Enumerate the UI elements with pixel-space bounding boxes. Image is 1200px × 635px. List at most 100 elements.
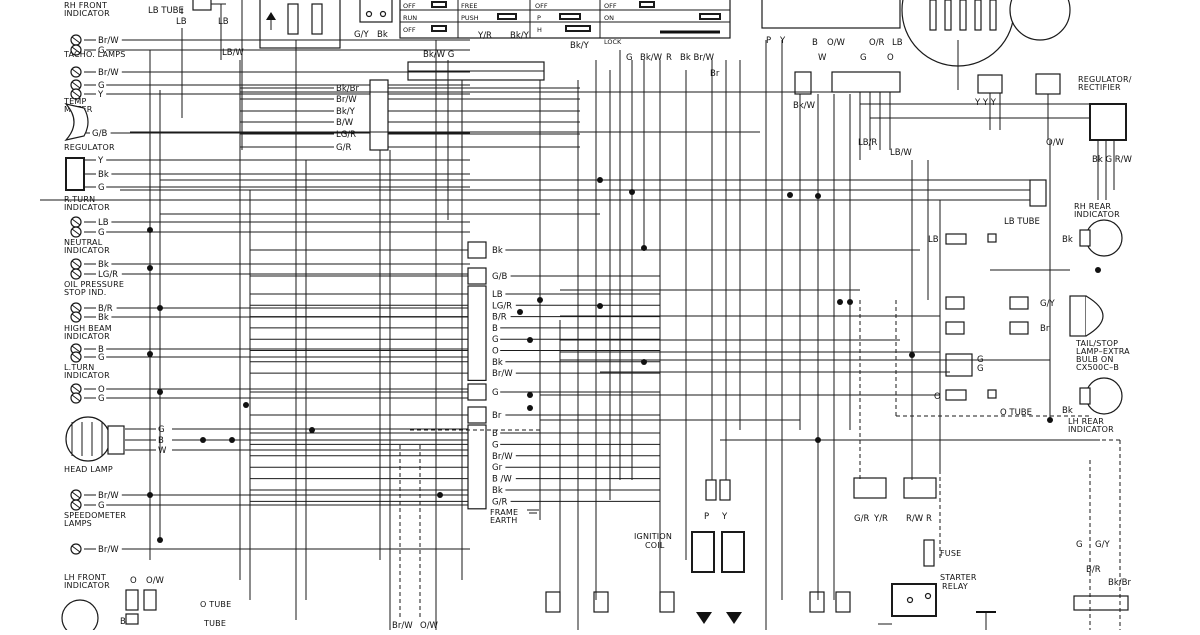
connector-wire-label: B /W bbox=[492, 475, 512, 485]
sw-mid-2: PUSH bbox=[461, 14, 479, 22]
bulb-filament bbox=[71, 501, 81, 509]
wire-label: G bbox=[158, 425, 165, 435]
b-label: B bbox=[812, 38, 818, 48]
connector-wire-label: G/R bbox=[492, 497, 507, 507]
wire-label: B bbox=[98, 345, 104, 355]
gy-label: G/Y bbox=[354, 30, 369, 40]
bulb-filament bbox=[71, 228, 81, 236]
regulator-icon bbox=[65, 157, 85, 191]
wire-label: Br/W bbox=[98, 36, 119, 46]
connector-wire-label: G bbox=[492, 440, 499, 450]
connector-gb-body bbox=[467, 267, 487, 285]
sw-left-2: RUN bbox=[403, 14, 417, 22]
head-lamp-icon bbox=[65, 416, 111, 462]
connector-wire-label: Bk bbox=[492, 246, 503, 256]
wire-label: Br/W bbox=[98, 68, 119, 78]
bulb-filament bbox=[71, 36, 81, 44]
wire-label: G bbox=[98, 353, 105, 363]
lh-front-conn bbox=[125, 613, 139, 625]
w-label: W bbox=[818, 53, 827, 63]
g-label-top: G bbox=[626, 53, 633, 63]
tail-stop-lamp-lens bbox=[1085, 295, 1104, 337]
connector-wire-label: Gr bbox=[492, 463, 503, 473]
wire-label: Br/W bbox=[98, 491, 119, 501]
junction-dot bbox=[229, 437, 235, 443]
ow-rect-label: O/W bbox=[1046, 138, 1065, 148]
bky-label-2: Bk/Y bbox=[570, 41, 590, 51]
connector-wire-label: G bbox=[492, 335, 499, 345]
harness-wire-label: G/R bbox=[336, 143, 351, 153]
wire-label: LB bbox=[98, 218, 109, 228]
wire-label: G bbox=[98, 81, 105, 91]
tail-gy-label: G/Y bbox=[1040, 299, 1055, 309]
bkw-label-top-2: Bk/W bbox=[793, 101, 816, 111]
starter-relay-box bbox=[891, 583, 937, 617]
rect-wires-label: Bk G R/W bbox=[1092, 155, 1133, 165]
wire-label: LG/R bbox=[98, 270, 118, 280]
junction-dot bbox=[437, 492, 443, 498]
junction-dot bbox=[597, 303, 603, 309]
wire-label: B bbox=[158, 436, 164, 446]
wire-label: G bbox=[98, 501, 105, 511]
stator-coils bbox=[929, 0, 997, 31]
lbw-label: LB/W bbox=[222, 48, 244, 58]
junction-dot bbox=[597, 177, 603, 183]
connector-gb: G/B bbox=[250, 267, 660, 285]
connector-br: Br bbox=[250, 406, 660, 424]
connector-main-body bbox=[467, 285, 487, 382]
bulb-filament bbox=[71, 313, 81, 321]
bulb-filament bbox=[71, 545, 81, 553]
wire-label: G/B bbox=[92, 129, 107, 139]
br-lower: B/R bbox=[1086, 565, 1101, 575]
br-label-top: Br bbox=[710, 69, 720, 79]
alternator-connector bbox=[831, 71, 901, 93]
terminal-dot-1 bbox=[365, 10, 373, 18]
cdi-unit bbox=[761, 0, 901, 29]
lh-rear-bk: Bk bbox=[1062, 406, 1073, 416]
regulator-rectifier-label: REGULATOR/RECTIFIER bbox=[1078, 75, 1132, 92]
lb-label-2: LB bbox=[218, 17, 229, 27]
bulb-filament bbox=[71, 68, 81, 76]
r-label-low: R bbox=[926, 514, 932, 524]
wire-label: G bbox=[98, 183, 105, 193]
bulb-filament bbox=[71, 260, 81, 268]
lb-tube-connector bbox=[192, 0, 212, 11]
junction-dot bbox=[815, 437, 821, 443]
tail-stop-lamp-housing bbox=[1069, 295, 1087, 337]
wire-label: Bk bbox=[98, 260, 109, 270]
lbr-label: LB/R bbox=[858, 138, 877, 148]
junction-dot bbox=[157, 537, 163, 543]
junction-dot bbox=[1095, 267, 1101, 273]
rh-rear-conn bbox=[945, 233, 967, 245]
bulb-filament bbox=[71, 353, 81, 361]
or-label: O/R bbox=[869, 38, 885, 48]
g-label-top-2: G bbox=[860, 53, 867, 63]
rh-rear-lb: LB bbox=[928, 235, 939, 245]
junction-dot bbox=[837, 299, 843, 305]
fuse-label: FUSE bbox=[940, 549, 961, 558]
fuse-box bbox=[923, 539, 935, 567]
connector-wire-label: B bbox=[492, 324, 498, 334]
junction-dot bbox=[527, 337, 533, 343]
rh-rear-bk: Bk bbox=[1062, 235, 1073, 245]
rw-r-connector bbox=[903, 477, 937, 499]
o-label-top: O bbox=[887, 53, 894, 63]
junction-dot bbox=[527, 405, 533, 411]
coil-conn-2 bbox=[719, 479, 731, 501]
coil-y: Y bbox=[721, 512, 728, 522]
bulb-filament bbox=[71, 46, 81, 54]
junction-dot bbox=[147, 492, 153, 498]
